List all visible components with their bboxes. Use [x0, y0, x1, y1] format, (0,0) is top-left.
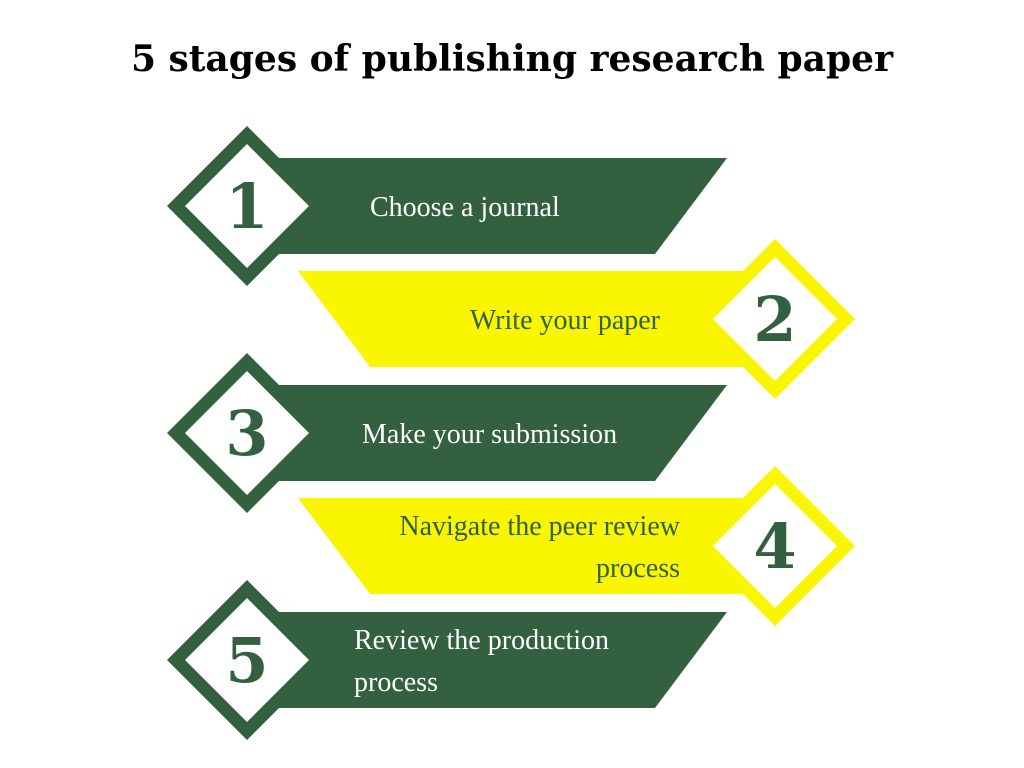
stage-number: 4	[753, 510, 796, 583]
stage-label: Make your submission	[362, 419, 617, 450]
stage-banner	[298, 271, 775, 367]
diamond-inner	[185, 371, 309, 495]
stage-label: Review the production	[354, 625, 609, 656]
stage-number: 1	[225, 170, 268, 243]
diamond-inner	[185, 598, 309, 722]
stage-number: 2	[753, 283, 796, 356]
stage-banner	[250, 612, 727, 708]
stage-banner	[298, 498, 775, 594]
diamond-inner	[185, 144, 309, 268]
stage-label: Write your paper	[470, 305, 661, 336]
stage-number: 3	[225, 397, 268, 470]
stage-label: Navigate the peer review	[399, 511, 680, 542]
stage-number: 5	[225, 624, 268, 697]
page-title: 5 stages of publishing research paper	[130, 38, 894, 80]
stage-label: Choose a journal	[370, 192, 560, 223]
stage-2: 2 Write your paper	[298, 239, 855, 399]
stage-banner	[250, 385, 727, 481]
stage-4: 4 Navigate the peer review process	[298, 466, 855, 626]
diamond-inner	[713, 484, 837, 608]
stage-label: process	[596, 553, 680, 584]
stage-label: process	[354, 667, 438, 698]
stage-5: 5 Review the production process	[167, 580, 727, 740]
stage-banner	[250, 158, 727, 254]
diamond-inner	[713, 257, 837, 381]
stage-1: 1 Choose a journal	[167, 126, 727, 286]
stage-3: 3 Make your submission	[167, 353, 727, 513]
